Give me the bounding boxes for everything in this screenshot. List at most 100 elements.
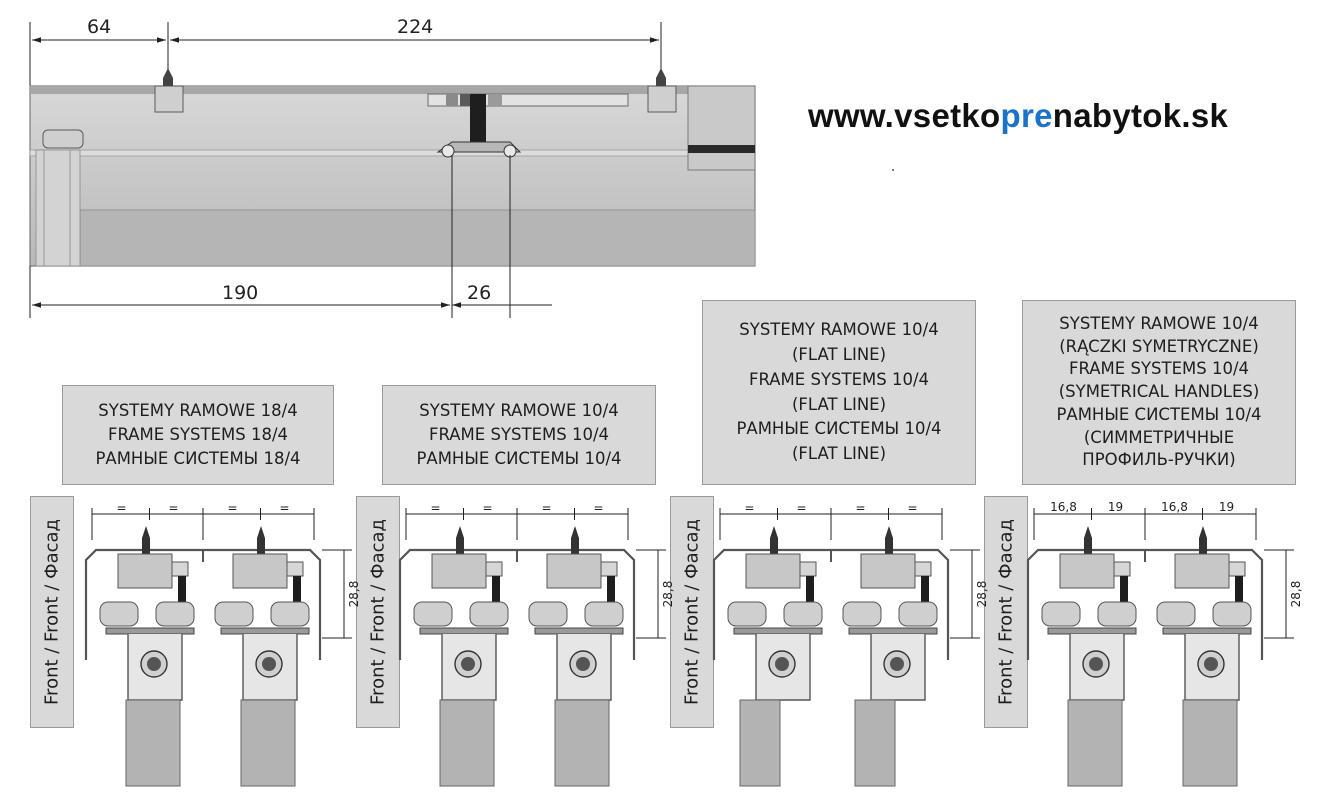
carriage-post — [178, 576, 186, 602]
dim-equal-mark: = — [482, 501, 492, 515]
label-line: SYSTEMY RAMOWE 18/4 — [98, 401, 298, 421]
label-line: SYSTEMY RAMOWE 10/4 — [1059, 313, 1259, 333]
door-panel — [554, 699, 610, 787]
bolt-icon — [441, 144, 455, 158]
dim-equal-mark: = — [855, 501, 865, 515]
screw-icon — [656, 68, 666, 86]
hex-socket-icon — [1089, 657, 1103, 671]
carriage-body — [117, 553, 173, 589]
wheel-icon — [528, 601, 568, 627]
wheel-icon — [469, 601, 509, 627]
dim-equal-mark: = — [116, 501, 126, 515]
dim-label-190: 190 — [222, 282, 259, 304]
dim-equal-mark: = — [168, 501, 178, 515]
dim-equal-mark: = — [907, 501, 917, 515]
label-line: (FLAT LINE) — [791, 345, 887, 364]
label-line: FRAME SYSTEMS 18/4 — [107, 425, 289, 445]
door-panel — [125, 699, 181, 787]
base-plate — [419, 627, 509, 635]
base-plate — [733, 627, 823, 635]
carriage-body — [431, 553, 487, 589]
dim-equal-mark: = — [796, 501, 806, 515]
base-plate — [1047, 627, 1137, 635]
screw-icon — [571, 526, 579, 554]
label-frame-systems-symmetrical: SYSTEMY RAMOWE 10/4 (RĄCZKI SYMETRYCZNE)… — [1022, 300, 1296, 485]
wheel-icon — [898, 601, 938, 627]
dim-equal-mark: = — [744, 501, 754, 515]
base-plate — [1162, 627, 1252, 635]
label-frame-systems-flat-line: SYSTEMY RAMOWE 10/4 (FLAT LINE) FRAME SY… — [702, 300, 976, 485]
wheel-icon — [842, 601, 882, 627]
dim-label-28-8: 28,8 — [1289, 581, 1303, 608]
screw-icon — [456, 526, 464, 554]
carriage-clip — [914, 561, 932, 577]
website-url[interactable]: www.vsetkoprenabytok.sk — [808, 97, 1228, 135]
carriage-post — [470, 94, 486, 142]
label-line: РАМНЫЕ СИСТЕМЫ 18/4 — [95, 448, 301, 468]
label-line: РАМНЫЕ СИСТЕМЫ 10/4 — [736, 419, 942, 439]
screw-icon — [885, 526, 893, 554]
track-lower-profile — [79, 209, 756, 267]
wheel-icon — [1041, 601, 1081, 627]
front-label-box: Front / Front / Фасад — [356, 496, 400, 728]
carriage-clip — [485, 561, 503, 577]
dim-equal-mark: = — [227, 501, 237, 515]
base-plate — [220, 627, 310, 635]
label-line: (FLAT LINE) — [791, 394, 887, 414]
door-panel — [1182, 699, 1238, 787]
wheel-icon — [270, 601, 310, 627]
door-panel — [240, 699, 296, 787]
hex-socket-icon — [576, 657, 590, 671]
screw-icon — [142, 526, 150, 554]
screw-icon — [1199, 526, 1207, 554]
front-label-box: Front / Front / Фасад — [30, 496, 74, 728]
front-label-box: Front / Front / Фасад — [984, 496, 1028, 728]
website-suffix: nabytok.sk — [1052, 97, 1229, 134]
track-top-rail — [30, 86, 688, 94]
door-panel — [1067, 699, 1123, 787]
carriage-body — [860, 553, 916, 589]
track-end-cap — [35, 149, 81, 267]
carriage-body — [1174, 553, 1230, 589]
carriage-post — [806, 576, 814, 602]
wheel-icon — [727, 601, 767, 627]
label-frame-systems-10-4: SYSTEMY RAMOWE 10/4 FRAME SYSTEMS 10/4 Р… — [382, 385, 656, 485]
carriage-clip — [1113, 561, 1131, 577]
door-panel — [739, 699, 781, 787]
dim-label-28-8: 28,8 — [661, 581, 675, 608]
wheel-icon — [214, 601, 254, 627]
dim-label-26: 26 — [467, 282, 492, 304]
dim-label-19: 19 — [1219, 500, 1234, 514]
hex-socket-icon — [890, 657, 904, 671]
carriage-post — [492, 576, 500, 602]
dim-equal-mark: = — [430, 501, 440, 515]
carriage-body — [745, 553, 801, 589]
carriage-body — [546, 553, 602, 589]
carriage-body — [1059, 553, 1115, 589]
dim-label-16-8: 16,8 — [1050, 500, 1077, 514]
dim-label-16-8: 16,8 — [1161, 500, 1188, 514]
dim-equal-mark: = — [279, 501, 289, 515]
track-right-strip — [688, 145, 755, 153]
website-highlight: pre — [1000, 97, 1053, 134]
label-line: ПРОФИЛЬ-РУЧКИ) — [1082, 450, 1236, 470]
carriage-clip — [1228, 561, 1246, 577]
base-plate — [848, 627, 938, 635]
website-prefix: www.vsetko — [808, 97, 1001, 134]
label-line: (СИММЕТРИЧНЫЕ — [1083, 427, 1235, 447]
label-frame-systems-18-4: SYSTEMY RAMOWE 18/4 FRAME SYSTEMS 18/4 Р… — [62, 385, 334, 485]
dim-label-28-8: 28,8 — [347, 581, 361, 608]
label-line: SYSTEMY RAMOWE 10/4 — [739, 320, 939, 340]
dim-label-224: 224 — [397, 16, 434, 38]
label-line: FRAME SYSTEMS 10/4 — [1068, 359, 1250, 379]
track-right-block — [687, 85, 756, 171]
label-line: (SYMETRICAL HANDLES) — [1058, 382, 1260, 402]
hex-socket-icon — [461, 657, 475, 671]
carriage-clip — [799, 561, 817, 577]
label-line: РАМНЫЕ СИСТЕМЫ 10/4 — [1056, 404, 1262, 424]
carriage-post — [1235, 576, 1243, 602]
wheel-icon — [783, 601, 823, 627]
hex-socket-icon — [775, 657, 789, 671]
